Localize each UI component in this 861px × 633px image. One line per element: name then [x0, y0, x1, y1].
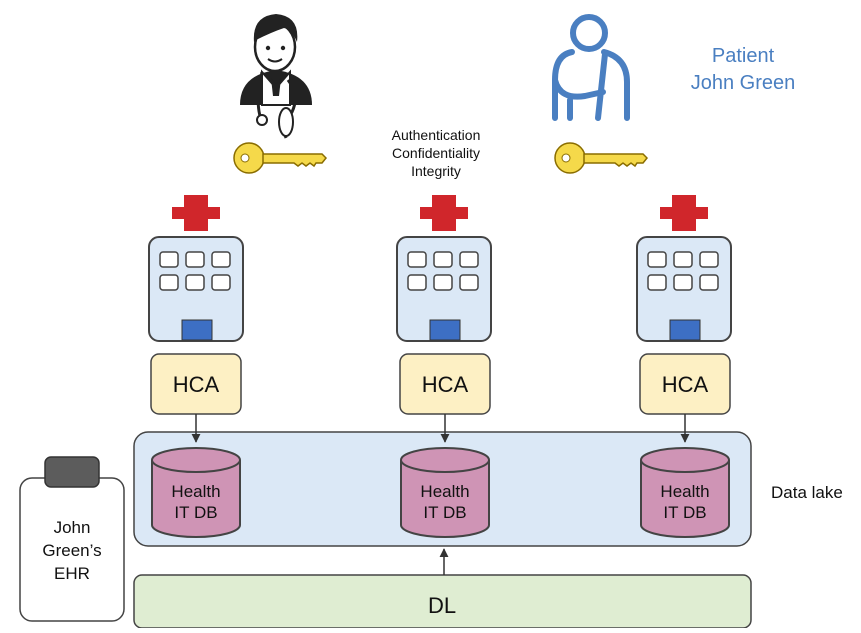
hca-label: HCA	[173, 372, 220, 397]
db-label-line2: IT DB	[423, 503, 466, 522]
database-icon-right: Health IT DB	[640, 447, 730, 538]
annotation-confidentiality: Confidentiality	[392, 145, 480, 161]
patient-name: John Green	[691, 72, 796, 94]
hca-label: HCA	[422, 372, 469, 397]
annotation-authentication: Authentication	[392, 127, 481, 143]
ehr-label-line1: John	[54, 518, 91, 537]
patient-title: Patient	[712, 45, 775, 67]
clipboard-icon	[19, 456, 125, 622]
patient-icon	[552, 14, 630, 121]
database-icon-middle: Health IT DB	[400, 447, 490, 538]
hca-label: HCA	[662, 372, 709, 397]
dl-label: DL	[428, 593, 456, 618]
hospital-icon-left	[148, 194, 244, 342]
database-icon-left: Health IT DB	[151, 447, 241, 538]
ehr-label-line2: Green’s	[42, 541, 101, 560]
db-label-line1: Health	[660, 482, 709, 501]
hca-box-left: HCA	[150, 353, 242, 415]
doctor-icon	[240, 14, 312, 139]
annotation-integrity: Integrity	[411, 163, 461, 179]
doctor-key-icon	[233, 142, 327, 174]
db-label-line1: Health	[171, 482, 220, 501]
hca-box-right: HCA	[639, 353, 731, 415]
patient-key-icon	[554, 142, 648, 174]
db-label-line2: IT DB	[663, 503, 706, 522]
ehr-label-line3: EHR	[54, 564, 90, 583]
hca-box-middle: HCA	[399, 353, 491, 415]
db-label-line1: Health	[420, 482, 469, 501]
db-label-line2: IT DB	[174, 503, 217, 522]
hospital-icon-right	[636, 194, 732, 342]
hospital-icon-middle	[396, 194, 492, 342]
data-lake-label: Data lake	[771, 483, 843, 502]
